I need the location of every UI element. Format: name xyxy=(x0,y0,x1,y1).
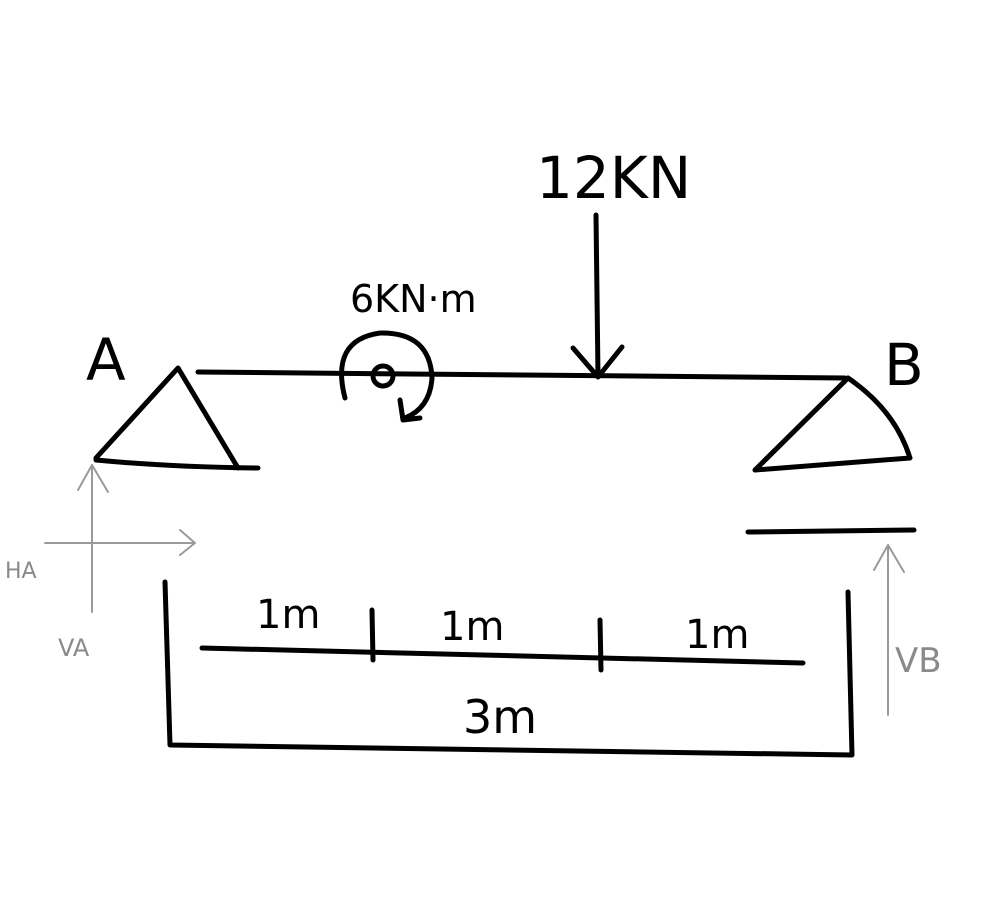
span-tick-2 xyxy=(597,617,604,673)
va-arrow xyxy=(77,464,109,613)
span-dimension-line xyxy=(199,645,806,666)
support-b-roller xyxy=(752,375,913,473)
support-a-base xyxy=(93,457,261,471)
moment-point xyxy=(370,363,396,389)
beam xyxy=(195,369,848,381)
va-label: VA xyxy=(58,634,90,662)
moment-label: 6KN·m xyxy=(350,277,477,321)
total-dimension-bracket xyxy=(162,579,855,758)
vb-arrow xyxy=(873,544,905,716)
ha-label: HA xyxy=(5,559,37,584)
support-a-label: A xyxy=(86,326,126,394)
load-label: 12KN xyxy=(536,144,691,212)
support-b-label: B xyxy=(884,331,924,399)
ha-arrow xyxy=(44,529,196,556)
moment-arrow xyxy=(339,330,435,423)
vb-label: VB xyxy=(895,641,942,681)
span-label-1: 1m xyxy=(256,592,320,638)
span-tick-1 xyxy=(369,607,376,663)
span-label-2: 1m xyxy=(440,604,504,650)
load-arrow xyxy=(570,212,625,380)
support-b-ground xyxy=(745,527,917,535)
support-a-pin xyxy=(93,365,241,471)
total-span-label: 3m xyxy=(463,690,537,744)
span-label-3: 1m xyxy=(685,612,749,658)
